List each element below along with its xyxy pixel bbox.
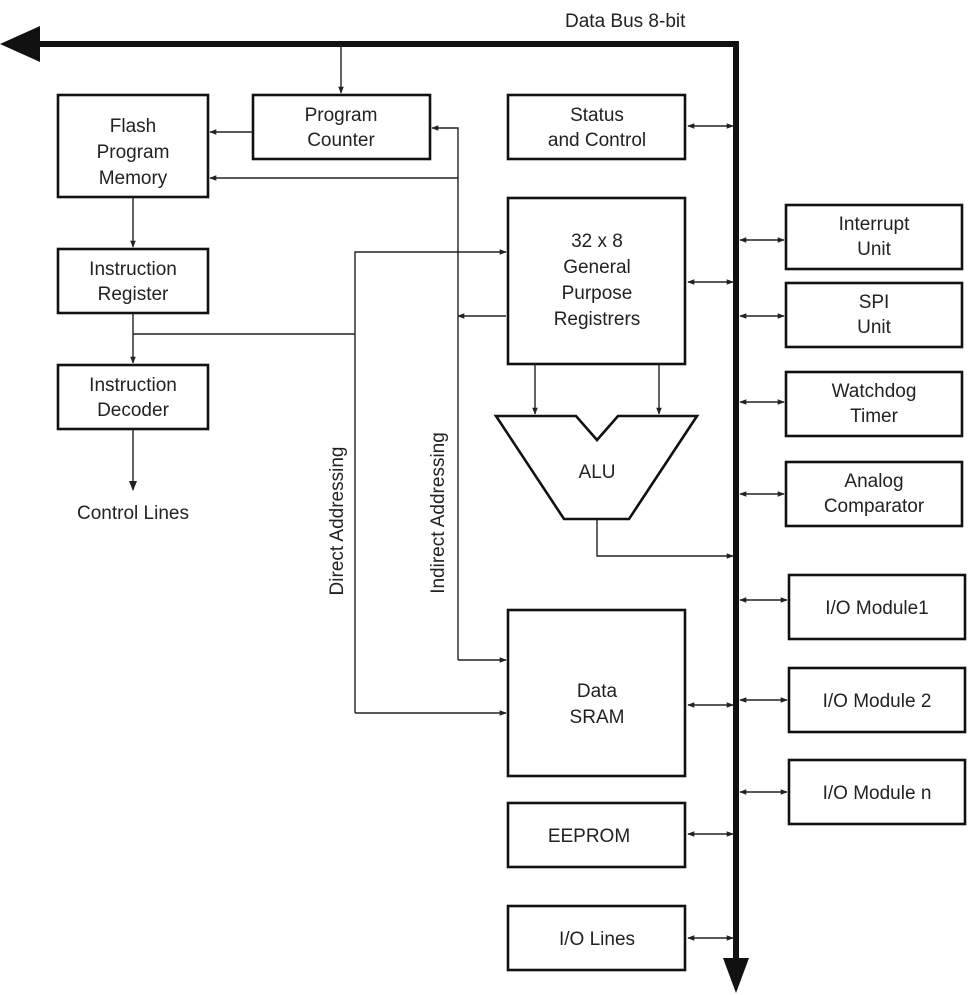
svg-text:Timer: Timer: [850, 406, 899, 427]
instruction-register-block: Instruction Register: [56, 247, 210, 315]
svg-text:Instruction: Instruction: [89, 375, 177, 396]
svg-text:Registrers: Registrers: [554, 309, 641, 330]
instruction-decoder-block: Instruction Decoder: [56, 363, 210, 431]
svg-text:Data: Data: [577, 681, 618, 702]
svg-text:ALU: ALU: [579, 462, 616, 483]
analog-comparator-block: Analog Comparator: [784, 460, 964, 528]
center-bus-links: [687, 123, 734, 941]
io-lines-block: I/O Lines: [506, 904, 687, 972]
svg-text:and Control: and Control: [548, 130, 646, 151]
svg-text:Register: Register: [98, 284, 169, 305]
io-modulen-block: I/O Module n: [787, 758, 967, 826]
svg-text:SPI: SPI: [859, 292, 890, 313]
spi-unit-block: SPI Unit: [784, 281, 964, 349]
svg-text:Watchdog: Watchdog: [832, 381, 917, 402]
svg-text:Comparator: Comparator: [824, 496, 925, 517]
svg-text:SRAM: SRAM: [570, 707, 625, 728]
svg-text:Memory: Memory: [99, 168, 168, 189]
svg-text:Decoder: Decoder: [97, 400, 169, 421]
io-module1-block: I/O Module1: [787, 573, 967, 641]
svg-text:I/O Module 2: I/O Module 2: [823, 691, 932, 712]
data-sram-block: Data SRAM: [506, 608, 687, 778]
bus-down-arrowhead: [723, 958, 749, 993]
alu-block: ALU: [493, 414, 700, 521]
svg-text:Analog: Analog: [844, 471, 903, 492]
svg-text:Flash: Flash: [110, 116, 156, 137]
general-purpose-registers-block: 32 x 8 General Purpose Registrers: [506, 196, 687, 366]
peripheral-bus-links: [739, 237, 788, 795]
indirect-addressing-label: Indirect Addressing: [428, 432, 449, 594]
eeprom-block: EEPROM: [506, 801, 687, 869]
status-and-control-block: Status and Control: [506, 93, 687, 161]
control-lines-label: Control Lines: [77, 503, 189, 524]
svg-text:EEPROM: EEPROM: [548, 826, 630, 847]
io-module2-block: I/O Module 2: [787, 666, 967, 734]
direct-addressing-label: Direct Addressing: [327, 447, 348, 596]
svg-text:Program: Program: [97, 142, 170, 163]
control-flow-wires: [129, 44, 734, 716]
interrupt-unit-block: Interrupt Unit: [784, 203, 964, 271]
svg-text:Instruction: Instruction: [89, 259, 177, 280]
data-bus: [0, 26, 749, 993]
svg-text:I/O Lines: I/O Lines: [559, 929, 635, 950]
svg-text:Unit: Unit: [857, 317, 892, 338]
flash-program-memory-block: Flash Program Memory: [56, 93, 210, 199]
svg-text:I/O Module n: I/O Module n: [823, 783, 932, 804]
svg-text:Unit: Unit: [857, 239, 892, 260]
bus-left-arrowhead: [0, 26, 40, 62]
data-bus-label: Data Bus 8-bit: [565, 11, 686, 32]
svg-text:Counter: Counter: [307, 130, 375, 151]
svg-text:I/O Module1: I/O Module1: [825, 598, 929, 619]
watchdog-timer-block: Watchdog Timer: [784, 370, 964, 438]
svg-text:Status: Status: [570, 105, 624, 126]
svg-text:32 x 8: 32 x 8: [571, 231, 623, 252]
svg-text:Program: Program: [305, 105, 378, 126]
svg-text:General: General: [563, 257, 631, 278]
svg-text:Purpose: Purpose: [562, 283, 633, 304]
program-counter-block: Program Counter: [251, 93, 432, 161]
svg-text:Interrupt: Interrupt: [839, 214, 910, 235]
